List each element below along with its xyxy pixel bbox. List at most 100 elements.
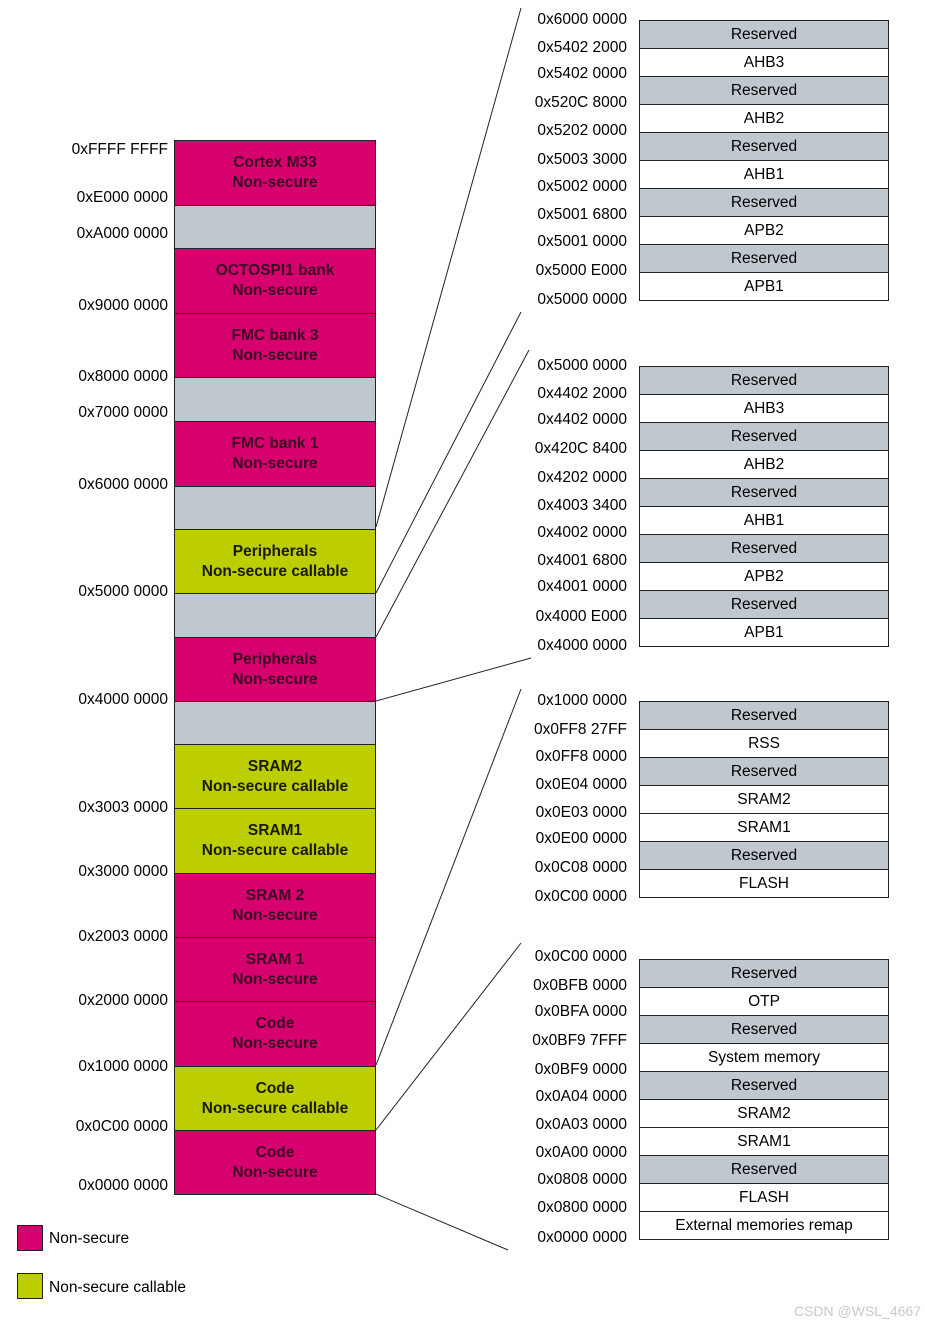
detail-address-label: 0x5402 0000 <box>537 65 627 82</box>
peripheral-cell: AHB2 <box>639 450 889 479</box>
region-security: Non-secure <box>232 906 318 924</box>
detail-address-label: 0x4202 0000 <box>537 469 627 486</box>
detail-address-label: 0x4002 0000 <box>537 524 627 541</box>
connector-line <box>375 7 522 528</box>
reserved-cell: Reserved <box>639 1071 889 1100</box>
reserved-cell: Reserved <box>639 478 889 507</box>
address-label: 0x1000 0000 <box>78 1058 168 1075</box>
detail-address-label: 0x0000 0000 <box>537 1229 627 1246</box>
detail-address-label: 0x0BFB 0000 <box>533 977 627 994</box>
region-name: Peripherals <box>232 650 318 668</box>
detail-address-label: 0x5202 0000 <box>537 122 627 139</box>
address-label: 0x7000 0000 <box>78 404 168 421</box>
region-name: Code <box>255 1015 295 1032</box>
region-security: Non-secure <box>232 970 318 988</box>
reserved-cell: Reserved <box>639 757 889 786</box>
region-name: FMC bank 3 <box>231 326 319 344</box>
detail-address-label: 0x5402 2000 <box>537 39 627 56</box>
detail-address-label: 0x0A00 0000 <box>535 1144 627 1161</box>
address-label: 0x8000 0000 <box>78 368 168 385</box>
region-block: FMC bank 1 Non-secure <box>174 421 376 487</box>
detail-address-label: 0x4000 0000 <box>537 637 627 654</box>
region-security: Non-secure <box>232 670 318 688</box>
connector-line <box>375 1193 509 1251</box>
reserved-cell: Reserved <box>639 422 889 451</box>
detail-address-label: 0x0E00 0000 <box>535 830 627 847</box>
peripheral-cell: FLASH <box>639 1183 889 1212</box>
peripheral-cell: AHB1 <box>639 506 889 535</box>
address-label: 0x2003 0000 <box>78 928 168 945</box>
region-name: FMC bank 1 <box>231 435 319 452</box>
reserved-region <box>174 377 376 422</box>
peripheral-cell: AHB2 <box>639 104 889 133</box>
detail-address-label: 0x5001 6800 <box>537 206 627 223</box>
detail-address-label: 0x4001 6800 <box>537 552 627 569</box>
detail-address-label: 0x6000 0000 <box>537 11 627 28</box>
region-security: Non-secure callable <box>201 777 349 795</box>
region-block: SRAM 1 Non-secure <box>174 937 376 1002</box>
region-name: SRAM 2 <box>245 886 305 904</box>
reserved-cell: Reserved <box>639 841 889 870</box>
region-security: Non-secure <box>232 174 318 191</box>
region-security: Non-secure <box>232 1163 318 1181</box>
region-name: OCTOSPI1 bank <box>215 262 335 279</box>
reserved-cell: Reserved <box>639 1015 889 1044</box>
reserved-cell: Reserved <box>639 1155 889 1184</box>
reserved-cell: Reserved <box>639 132 889 161</box>
reserved-region <box>174 205 376 249</box>
region-security: Non-secure <box>232 455 318 472</box>
reserved-cell: Reserved <box>639 959 889 988</box>
address-label: 0xFFFF FFFF <box>71 141 168 158</box>
address-label: 0x9000 0000 <box>78 297 168 314</box>
address-label: 0x3000 0000 <box>78 863 168 880</box>
region-name: Code <box>255 1079 295 1097</box>
region-block: SRAM 2 Non-secure <box>174 873 376 938</box>
region-security: Non-secure callable <box>201 562 349 580</box>
detail-address-label: 0x0FF8 27FF <box>533 721 627 738</box>
detail-address-label: 0x0E03 0000 <box>535 804 627 821</box>
peripheral-cell: External memories remap <box>639 1211 889 1240</box>
peripheral-cell: SRAM1 <box>639 813 889 842</box>
detail-address-label: 0x0BF9 0000 <box>534 1061 627 1078</box>
region-security: Non-secure <box>232 282 318 299</box>
detail-address-label: 0x0C00 0000 <box>534 948 627 965</box>
address-label: 0x6000 0000 <box>78 476 168 493</box>
peripheral-cell: RSS <box>639 729 889 758</box>
connector-line <box>375 311 522 594</box>
detail-address-label: 0x420C 8400 <box>534 440 627 457</box>
detail-address-label: 0x4000 E000 <box>535 608 627 625</box>
detail-address-label: 0x1000 0000 <box>537 692 627 709</box>
detail-address-label: 0x5000 0000 <box>537 357 627 374</box>
reserved-cell: Reserved <box>639 188 889 217</box>
reserved-cell: Reserved <box>639 701 889 730</box>
detail-address-label: 0x0A03 0000 <box>535 1116 627 1133</box>
peripheral-cell: APB2 <box>639 562 889 591</box>
address-label: 0x0000 0000 <box>78 1177 168 1194</box>
address-label: 0x0C00 0000 <box>75 1118 168 1135</box>
region-name: Code <box>255 1143 295 1161</box>
peripheral-cell: OTP <box>639 987 889 1016</box>
detail-address-label: 0x5001 0000 <box>537 233 627 250</box>
legend-non-secure-callable-label: Non-secure callable <box>49 1279 186 1296</box>
peripheral-cell: AHB1 <box>639 160 889 189</box>
region-name: Cortex M33 <box>233 154 317 171</box>
detail-address-label: 0x0C08 0000 <box>534 859 627 876</box>
peripheral-cell: AHB3 <box>639 394 889 423</box>
reserved-cell: Reserved <box>639 366 889 395</box>
detail-address-label: 0x0C00 0000 <box>534 888 627 905</box>
region-name: Peripherals <box>232 542 318 560</box>
connector-line <box>375 942 522 1131</box>
region-security: Non-secure callable <box>201 842 349 859</box>
detail-address-label: 0x0808 0000 <box>537 1171 627 1188</box>
detail-address-label: 0x0A04 0000 <box>535 1088 627 1105</box>
region-name: SRAM 1 <box>245 950 305 968</box>
connector-line <box>375 688 522 1066</box>
